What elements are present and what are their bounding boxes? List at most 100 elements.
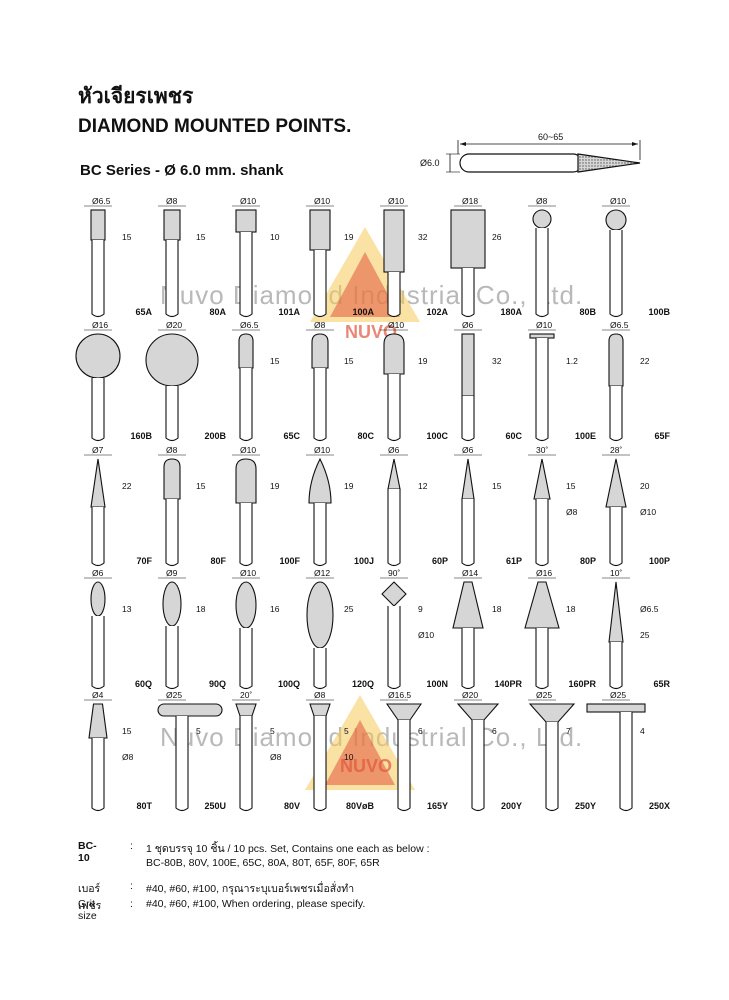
bit-dimension: Ø20: [462, 690, 479, 700]
bit-drawing: [528, 205, 556, 318]
bit-dimension: 90˚: [388, 568, 401, 578]
bit-dimension: Ø12: [314, 568, 331, 578]
bit-drawing: [306, 577, 334, 690]
bit-code: 100Q: [277, 679, 300, 689]
bit-dimension: Ø14: [462, 568, 479, 578]
bit-drawing: [380, 699, 423, 812]
bit-code: 102A: [426, 307, 448, 317]
bit-dimension: Ø16: [536, 568, 553, 578]
bit-item: Ø10 100B: [596, 196, 676, 321]
bit-drawing: [158, 454, 186, 567]
bit-code: 65A: [135, 307, 152, 317]
bit-code: 200Y: [500, 801, 522, 811]
bit-dimension: Ø10: [610, 196, 627, 206]
bit-drawing: [380, 329, 408, 442]
bit-dimension: 18: [196, 604, 206, 614]
bit-dimension: 6: [418, 726, 423, 736]
bit-dimension: 19: [270, 481, 280, 491]
bit-dimension: Ø8: [536, 196, 548, 206]
bit-drawing: [84, 577, 112, 690]
bit-code: 65F: [654, 431, 670, 441]
bit-dimension: Ø10: [388, 196, 405, 206]
title-thai: หัวเจียรเพชร: [78, 85, 194, 108]
grit-english-value: #40, #60, #100, When ordering, please sp…: [146, 898, 366, 910]
bit-dimension: 19: [418, 356, 428, 366]
bit-code: 80B: [579, 307, 596, 317]
watermark-logo-text: NUVO: [340, 756, 393, 776]
bit-dimension: 18: [492, 604, 502, 614]
bit-drawing: [528, 699, 576, 812]
nuvo-logo-icon: [305, 695, 415, 790]
bit-dimension: 6: [492, 726, 497, 736]
bit-drawing: [232, 699, 260, 812]
bit-code: 90Q: [208, 679, 226, 689]
bit-dimension: Ø10: [314, 196, 331, 206]
shank-diameter-label: Ø6.0: [420, 158, 440, 168]
grit-thai-value: #40, #60, #100, กรุณาระบุเบอร์เพชรเมื่อส…: [146, 883, 355, 895]
bit-dimension: 7: [566, 726, 571, 736]
bit-dimension: Ø8: [122, 752, 134, 762]
bit-code: 100F: [279, 556, 300, 566]
bit-code: 100A: [352, 307, 374, 317]
bit-code: 80A: [209, 307, 226, 317]
bit-drawing: [145, 329, 199, 442]
bit-code: 80C: [357, 431, 374, 441]
bit-drawing: [306, 329, 334, 442]
bit-drawing: [524, 577, 560, 690]
bit-dimension: Ø6.5: [640, 604, 659, 614]
bit-drawing: [232, 577, 260, 690]
bit-dimension: 18: [566, 604, 576, 614]
bit-drawing: [84, 454, 112, 567]
bit-code: 100N: [426, 679, 448, 689]
bit-dimension: Ø10: [388, 320, 405, 330]
bit-dimension: Ø8: [166, 445, 178, 455]
bit-dimension: 10: [270, 232, 280, 242]
bit-drawing: [602, 205, 630, 318]
bit-code: 60C: [505, 431, 522, 441]
bit-dimension: Ø6: [462, 320, 474, 330]
bit-dimension: Ø25: [610, 690, 627, 700]
bit-code: 61P: [505, 556, 522, 566]
bit-code: 80F: [210, 556, 226, 566]
bit-drawing: [380, 577, 408, 690]
bit-code: 100P: [648, 556, 670, 566]
bit-dimension: Ø8: [566, 507, 578, 517]
bit-code: 100B: [648, 307, 670, 317]
bit-dimension: 15: [344, 356, 354, 366]
bit-dimension: 20: [640, 481, 650, 491]
bit-drawing: [84, 699, 112, 812]
bit-dimension: 12: [418, 481, 428, 491]
colon: :: [130, 840, 133, 852]
bit-dimension: Ø18: [462, 196, 479, 206]
bit-code: 100E: [574, 431, 596, 441]
bit-dimension: 15: [566, 481, 576, 491]
bit-drawing: [232, 454, 260, 567]
bit-dimension: 26: [492, 232, 502, 242]
bit-dimension: 22: [640, 356, 650, 366]
bit-dimension: Ø4: [92, 690, 104, 700]
bit-drawing: [450, 205, 486, 318]
set-key: BC-10: [78, 840, 97, 864]
bit-drawing: [157, 699, 223, 812]
bit-dimension: 15: [270, 356, 280, 366]
